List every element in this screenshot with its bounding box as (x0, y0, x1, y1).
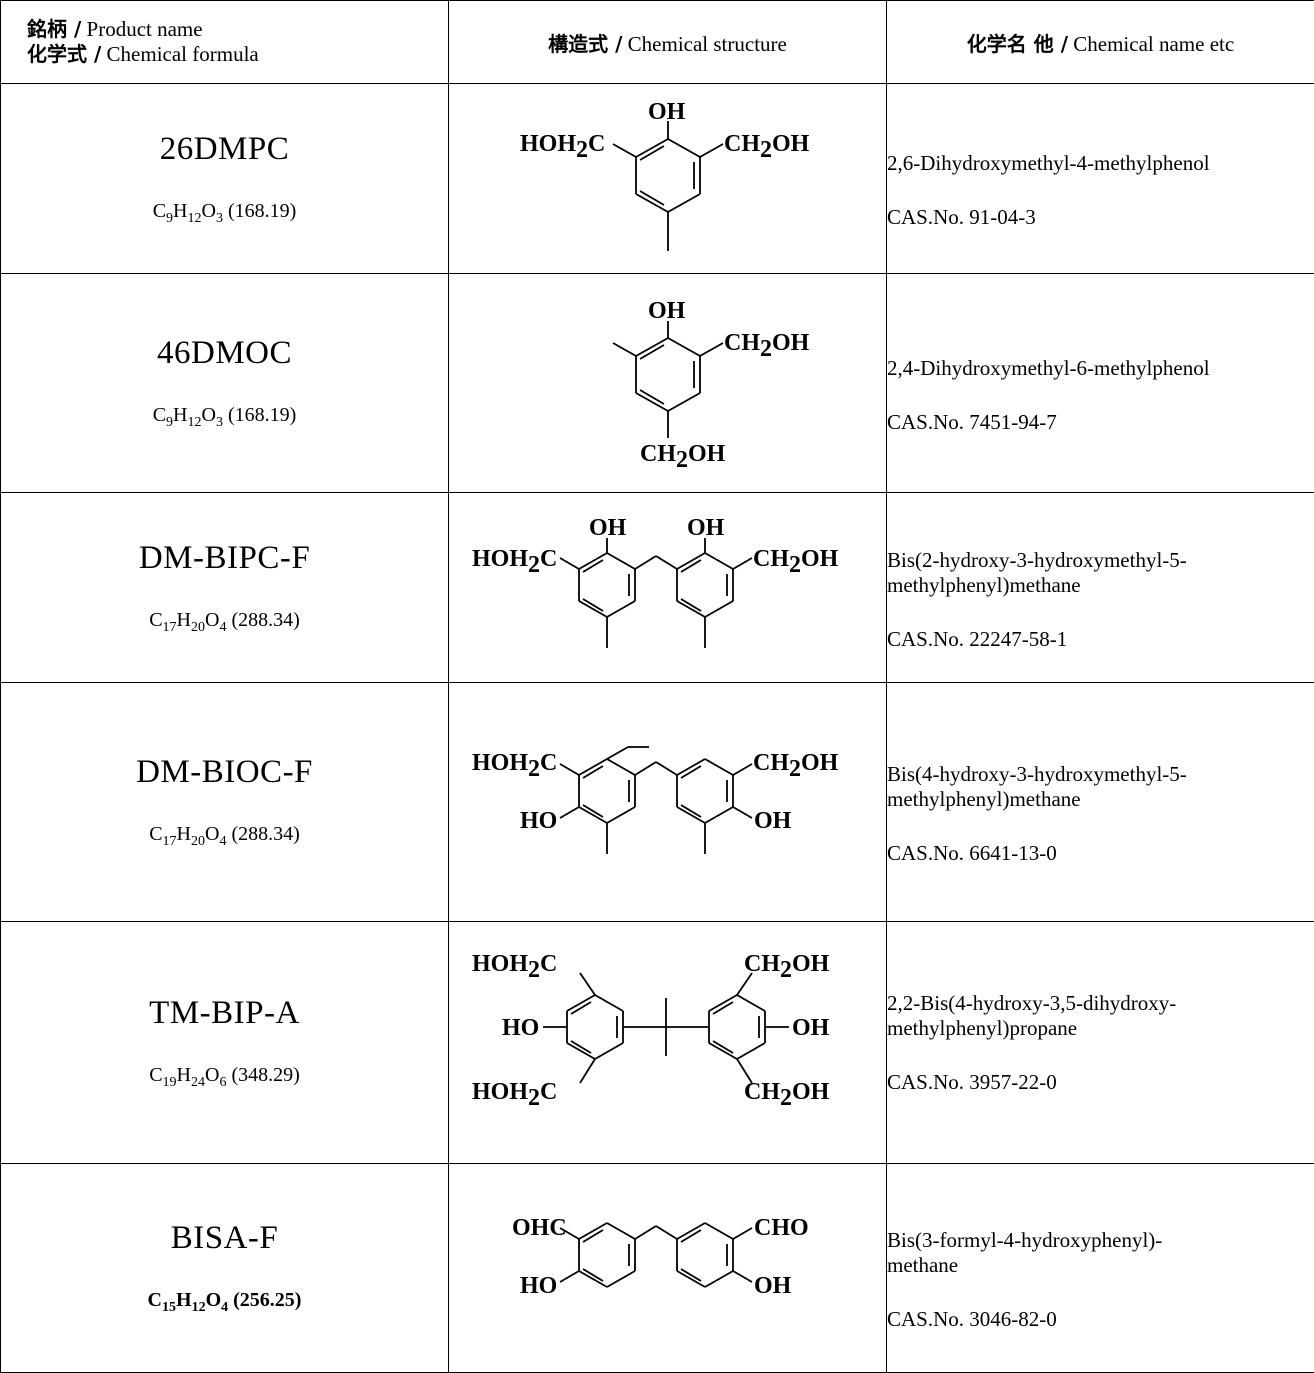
svg-text:CH2OH: CH2OH (724, 131, 810, 163)
product-formula: C9H12O3 (168.19) (1, 200, 448, 227)
product-cell: BISA-F C15H12O4 (256.25) (1, 1164, 449, 1373)
structure-dm-bioc-f: HOH2C HO CH2OH OH (458, 702, 878, 902)
product-formula: C9H12O3 (168.19) (1, 404, 448, 431)
product-cell: 26DMPC C9H12O3 (168.19) (1, 84, 449, 274)
chemical-info-cell: Bis(4-hydroxy-3-hydroxymethyl-5-methylph… (887, 683, 1314, 922)
svg-text:HOH2C: HOH2C (472, 1079, 557, 1111)
product-name: DM-BIPC-F (1, 540, 448, 577)
product-formula: C17H20O4 (288.34) (1, 823, 448, 850)
chemical-info-cell: 2,2-Bis(4-hydroxy-3,5-dihydroxy-methylph… (887, 922, 1314, 1164)
svg-text:CHO: CHO (754, 1215, 809, 1241)
svg-text:OH: OH (754, 1273, 792, 1299)
header-product: 銘柄 / Product name 化学式 / Chemical formula (1, 1, 449, 84)
product-name: TM-BIP-A (1, 995, 448, 1032)
product-cell: DM-BIPC-F C17H20O4 (288.34) (1, 493, 449, 683)
structure-cell: OHC HO CHO OH (449, 1164, 887, 1373)
cas-number: CAS.No. 3046-82-0 (887, 1307, 1314, 1332)
label-hoh2c: HOH2C (472, 750, 557, 782)
label-ch2oh: CH2OH (724, 131, 810, 163)
product-name: BISA-F (1, 1220, 448, 1257)
chemical-name: 2,2-Bis(4-hydroxy-3,5-dihydroxy-methylph… (887, 991, 1227, 1041)
svg-text:HO: HO (520, 808, 557, 834)
table-row: DM-BIOC-F C17H20O4 (288.34) (1, 683, 1314, 922)
svg-text:CH2OH: CH2OH (753, 750, 839, 782)
product-formula: C17H20O4 (288.34) (1, 609, 448, 636)
product-name: DM-BIOC-F (1, 754, 448, 791)
cas-number: CAS.No. 6641-13-0 (887, 841, 1314, 866)
chemical-info-cell: 2,4-Dihydroxymethyl-6-methylphenol CAS.N… (887, 274, 1314, 493)
product-formula: C15H12O4 (256.25) (1, 1289, 448, 1316)
chemical-info-cell: 2,6-Dihydroxymethyl-4-methylphenol CAS.N… (887, 84, 1314, 274)
structure-46dmoc: OH CH2OH CH2OH (468, 283, 868, 483)
svg-text:OHC: OHC (512, 1215, 567, 1241)
label-ch2oh-bottom: CH2OH (744, 1079, 830, 1111)
label-ch2oh-bottom: CH2OH (640, 441, 726, 473)
structure-bisa-f: OHC HO CHO OH (458, 1183, 878, 1353)
label-hoh2c: HOH2C (520, 131, 605, 163)
header-row: 銘柄 / Product name 化学式 / Chemical formula… (1, 1, 1314, 84)
svg-text:HO: HO (502, 1015, 539, 1041)
label-hoh2c: HOH2C (472, 546, 557, 578)
chemical-name: 2,4-Dihydroxymethyl-6-methylphenol (887, 356, 1314, 381)
structure-tm-bip-a: HOH2C HO HOH2C CH2OH OH CH2OH (458, 943, 878, 1143)
svg-text:CH2OH: CH2OH (640, 441, 726, 473)
structure-cell: HOH2C HO HOH2C CH2OH OH CH2OH (449, 922, 887, 1164)
svg-text:HOH2C: HOH2C (472, 951, 557, 983)
svg-text:HOH2C: HOH2C (472, 750, 557, 782)
structure-cell: HOH2C HO CH2OH OH (449, 683, 887, 922)
svg-text:OH: OH (648, 298, 686, 324)
structure-dm-bipc-f: OH OH HOH2C CH2OH (458, 498, 878, 678)
table-row: 26DMPC C9H12O3 (168.19) OH HOH2C CH2OH (1, 84, 1314, 274)
cas-number: CAS.No. 3957-22-0 (887, 1070, 1314, 1095)
cas-number: CAS.No. 22247-58-1 (887, 627, 1314, 652)
svg-text:HOH2C: HOH2C (472, 546, 557, 578)
chemical-name: Bis(2-hydroxy-3-hydroxymethyl-5-methylph… (887, 548, 1187, 598)
table-row: 46DMOC C9H12O3 (168.19) OH CH2OH CH2OH (1, 274, 1314, 493)
svg-text:OH: OH (792, 1015, 830, 1041)
product-name: 26DMPC (1, 131, 448, 168)
header-structure: 構造式 / Chemical structure (449, 1, 887, 84)
product-cell: 46DMOC C9H12O3 (168.19) (1, 274, 449, 493)
label-hoh2c-top: HOH2C (472, 951, 557, 983)
svg-text:HOH2C: HOH2C (520, 131, 605, 163)
cas-number: CAS.No. 7451-94-7 (887, 410, 1314, 435)
label-ch2oh: CH2OH (753, 750, 839, 782)
chemical-name: Bis(4-hydroxy-3-hydroxymethyl-5-methylph… (887, 762, 1187, 812)
table-row: TM-BIP-A C19H24O6 (348.29) (1, 922, 1314, 1164)
product-formula: C19H24O6 (348.29) (1, 1064, 448, 1091)
label-ch2oh-top: CH2OH (744, 951, 830, 983)
structure-cell: OH HOH2C CH2OH (449, 84, 887, 274)
cas-number: CAS.No. 91-04-3 (887, 205, 1314, 230)
svg-text:OH: OH (754, 808, 792, 834)
svg-text:CH2OH: CH2OH (744, 951, 830, 983)
structure-cell: OH CH2OH CH2OH (449, 274, 887, 493)
label-ch2oh: CH2OH (724, 330, 810, 362)
svg-text:OH: OH (687, 515, 725, 541)
chemical-name: Bis(3-formyl-4-hydroxyphenyl)-methane (887, 1228, 1167, 1278)
chemical-info-cell: Bis(2-hydroxy-3-hydroxymethyl-5-methylph… (887, 493, 1314, 683)
chemical-info-cell: Bis(3-formyl-4-hydroxyphenyl)-methane CA… (887, 1164, 1314, 1373)
svg-text:CH2OH: CH2OH (744, 1079, 830, 1111)
product-cell: DM-BIOC-F C17H20O4 (288.34) (1, 683, 449, 922)
product-cell: TM-BIP-A C19H24O6 (348.29) (1, 922, 449, 1164)
label-ch2oh: CH2OH (753, 546, 839, 578)
table-row: BISA-F C15H12O4 (256.25) OHC (1, 1164, 1314, 1373)
svg-text:CH2OH: CH2OH (753, 546, 839, 578)
svg-text:CH2OH: CH2OH (724, 330, 810, 362)
svg-text:OH: OH (589, 515, 627, 541)
structure-cell: OH OH HOH2C CH2OH (449, 493, 887, 683)
svg-text:OH: OH (648, 99, 686, 125)
product-name: 46DMOC (1, 335, 448, 372)
label-hoh2c-bottom: HOH2C (472, 1079, 557, 1111)
header-chemical-name: 化学名 他 / Chemical name etc (887, 1, 1314, 84)
table-row: DM-BIPC-F C17H20O4 (288.34) (1, 493, 1314, 683)
chemical-name: 2,6-Dihydroxymethyl-4-methylphenol (887, 151, 1314, 176)
structure-26dmpc: OH HOH2C CH2OH (468, 89, 868, 269)
svg-text:HO: HO (520, 1273, 557, 1299)
